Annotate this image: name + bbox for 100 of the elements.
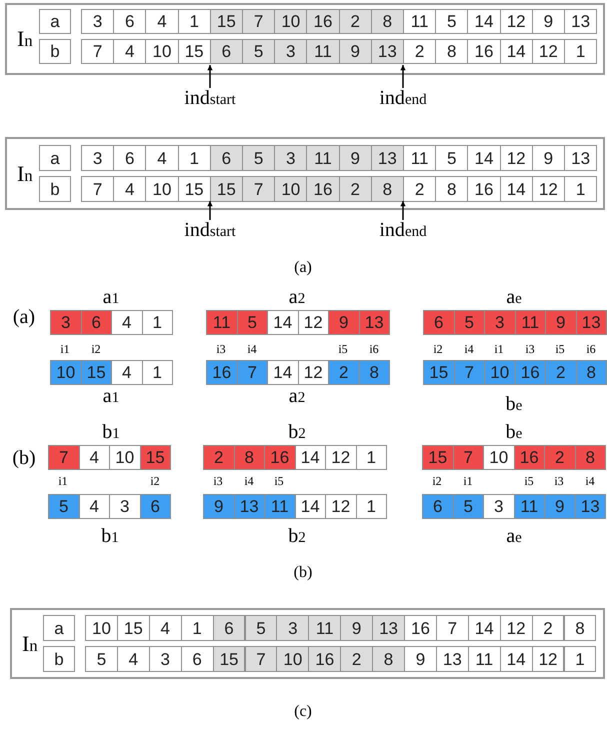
array-cell: 2 xyxy=(338,176,372,202)
array-cell: 16 xyxy=(206,360,238,385)
array-cell: 14 xyxy=(267,310,298,335)
array-cell: 3 xyxy=(109,494,140,519)
index-label: i1 xyxy=(463,475,473,487)
array-cell: 14 xyxy=(294,445,326,470)
array-cell: 1 xyxy=(180,615,214,641)
array-cell: 14 xyxy=(467,145,501,171)
array-cell: 7 xyxy=(48,445,80,470)
array-cell: 8 xyxy=(370,9,404,34)
array-cell: 4 xyxy=(116,646,150,672)
index-label: i6 xyxy=(586,343,596,355)
panel-label: (b) xyxy=(12,448,36,468)
array-cell: 16 xyxy=(306,176,340,202)
array-cell: 9 xyxy=(532,9,565,34)
array-cell: 3 xyxy=(81,145,114,171)
array-panel xyxy=(5,137,605,210)
array-cell: 15 xyxy=(178,176,211,202)
index-label: i5 xyxy=(555,343,565,355)
array-cell: 9 xyxy=(545,310,576,335)
array-cell: 1 xyxy=(356,494,387,519)
array-cell: 12 xyxy=(500,615,533,641)
array-cell: 12 xyxy=(325,445,356,470)
index-label: i4 xyxy=(247,343,257,355)
array-cell: 5 xyxy=(244,615,278,641)
array-cell: 7 xyxy=(81,39,114,64)
array-cell: 12 xyxy=(298,360,329,385)
array-cell: 4 xyxy=(145,145,179,171)
array-cell: 1 xyxy=(178,9,211,34)
array-cell: 5 xyxy=(236,310,268,335)
array-cell: 6 xyxy=(210,39,243,64)
array-cell: 9 xyxy=(328,310,360,335)
array-cell: 6 xyxy=(80,310,112,335)
array-panel xyxy=(5,3,605,75)
array-cell: 4 xyxy=(78,494,110,519)
array-cell: 16 xyxy=(264,445,296,470)
index-label: i4 xyxy=(464,343,474,355)
array-cell: 15 xyxy=(423,360,454,385)
caption: (a) xyxy=(294,260,312,276)
array-cell: 3 xyxy=(50,310,82,335)
array-cell: 3 xyxy=(484,310,516,335)
array-cell: 11 xyxy=(403,9,436,34)
index-label: i6 xyxy=(369,343,379,355)
row-label-box: b xyxy=(39,39,71,64)
array-cell: 14 xyxy=(500,176,533,202)
array-cell: 2 xyxy=(340,646,374,672)
array-cell: 14 xyxy=(468,615,501,641)
array-cell: 13 xyxy=(372,615,405,641)
array-cell: 8 xyxy=(435,39,468,64)
index-label: i5 xyxy=(524,475,534,487)
index-label: i2 xyxy=(91,343,101,355)
array-cell: 7 xyxy=(454,360,485,385)
array-cell: 1 xyxy=(564,39,598,64)
array-cell: 13 xyxy=(564,9,598,34)
array-cell: 16 xyxy=(308,646,342,672)
array-cell: 2 xyxy=(338,9,372,34)
array-cell: 7 xyxy=(242,9,276,34)
array-cell: 10 xyxy=(145,176,179,202)
array-cell: 10 xyxy=(484,360,516,385)
array-cell: 3 xyxy=(148,646,182,672)
array-cell: 5 xyxy=(242,39,276,64)
array-cell: 2 xyxy=(203,445,234,470)
caption: (c) xyxy=(294,704,312,720)
index-label: i1 xyxy=(58,475,68,487)
array-cell: 14 xyxy=(500,39,533,64)
array-cell: 15 xyxy=(80,360,112,385)
array-cell: 6 xyxy=(210,145,243,171)
array-cell: 4 xyxy=(148,615,182,641)
array-cell: 2 xyxy=(403,39,436,64)
array-cell: 8 xyxy=(574,445,606,470)
array-cell: 9 xyxy=(338,39,372,64)
array-cell: 5 xyxy=(454,310,485,335)
array-cell: 16 xyxy=(514,445,545,470)
array-cell: 13 xyxy=(370,145,404,171)
array-cell: 1 xyxy=(356,445,387,470)
array-cell: 3 xyxy=(274,145,308,171)
array-cell: 15 xyxy=(210,9,243,34)
array-cell: 9 xyxy=(544,494,576,519)
array-cell: 11 xyxy=(308,615,342,641)
index-label: i2 xyxy=(150,475,160,487)
array-cell: 5 xyxy=(48,494,80,519)
array-cell: 7 xyxy=(236,360,268,385)
array-cell: 11 xyxy=(468,646,501,672)
pointer-arrow xyxy=(207,65,213,88)
array-cell: 6 xyxy=(422,494,454,519)
array-cell: 8 xyxy=(372,646,405,672)
index-label: i5 xyxy=(338,343,348,355)
array-cell: 6 xyxy=(423,310,454,335)
index-label: i4 xyxy=(244,475,254,487)
array-cell: 4 xyxy=(145,9,179,34)
array-cell: 13 xyxy=(436,646,469,672)
array-cell: 10 xyxy=(109,445,140,470)
array-cell: 7 xyxy=(244,646,278,672)
array-cell: 5 xyxy=(435,145,468,171)
array-cell: 10 xyxy=(50,360,82,385)
array-cell: 13 xyxy=(234,494,265,519)
array-cell: 13 xyxy=(370,39,404,64)
array-cell: 12 xyxy=(532,646,564,672)
panel-label: (a) xyxy=(12,307,36,327)
array-cell: 11 xyxy=(514,494,545,519)
